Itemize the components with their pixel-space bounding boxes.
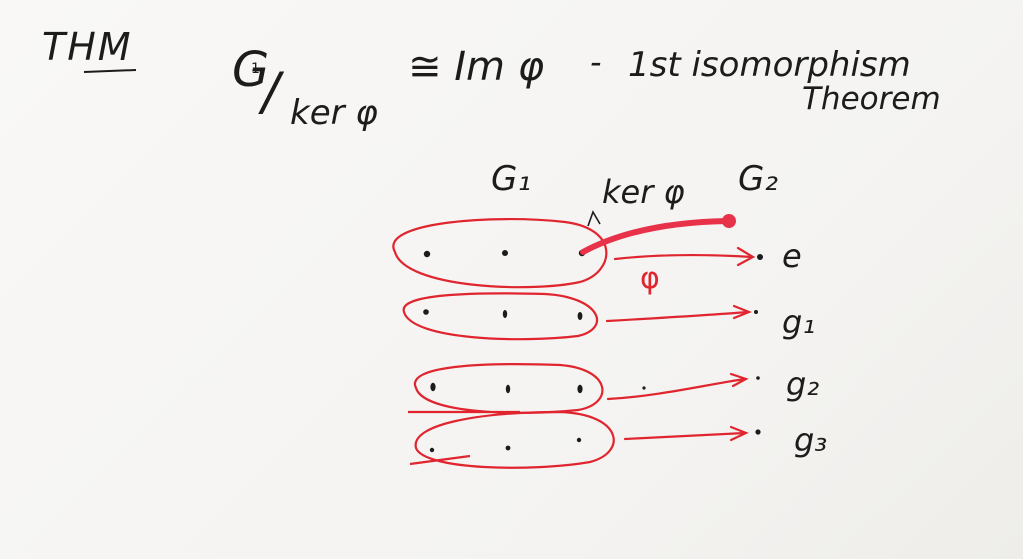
codomain-dots xyxy=(754,254,763,435)
isomorphic-image: ≅ Im φ xyxy=(408,44,545,90)
kernel-caret xyxy=(587,210,601,227)
map-arrows xyxy=(605,246,756,442)
image-element-e: e xyxy=(782,237,802,275)
codomain-group-label: G₂ xyxy=(738,159,778,199)
theorem-name-line1: 1st isomorphism xyxy=(628,45,911,85)
domain-group-label: G₁ xyxy=(491,159,531,199)
coset-ellipse-3 xyxy=(408,363,604,414)
quotient-group-symbol: G xyxy=(232,42,270,98)
kernel-label: ker φ xyxy=(602,173,685,211)
theorem-label: THM xyxy=(42,25,133,69)
coset-ellipse-2 xyxy=(402,292,598,341)
image-element-g3: g₃ xyxy=(794,421,828,459)
quotient-group-subscript: 1 xyxy=(251,61,260,77)
map-phi-label: φ xyxy=(640,261,660,296)
quotient-slash: / xyxy=(262,62,280,122)
image-element-g1: g₁ xyxy=(782,303,816,341)
kernel-pointer-stroke xyxy=(580,218,731,255)
coset-ellipse-4 xyxy=(409,410,615,469)
separator-dash: - xyxy=(590,43,602,81)
quotient-kernel: ker φ xyxy=(290,93,378,133)
image-element-g2: g₂ xyxy=(786,365,820,403)
theorem-name-line2: Theorem xyxy=(802,81,941,117)
thm-underline-stroke xyxy=(83,69,137,73)
coset-ellipse-kernel xyxy=(392,218,608,289)
kernel-pointer-dot xyxy=(722,214,736,228)
